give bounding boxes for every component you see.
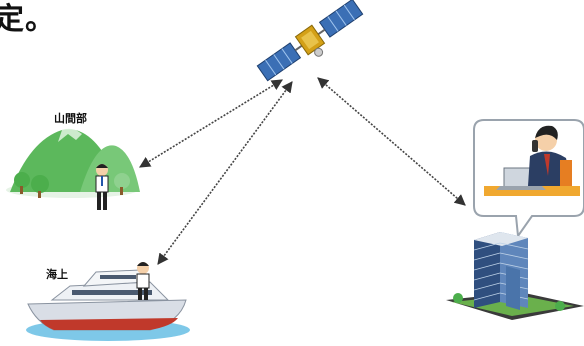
- label-mountain: 山間部: [54, 112, 87, 125]
- satellite-icon: [256, 0, 364, 82]
- page-heading-fragment: 定。: [0, 2, 56, 37]
- label-sea: 海上: [46, 268, 68, 281]
- mountain-scene-icon: [6, 128, 140, 198]
- office-worker-icon: [484, 125, 580, 196]
- ship-icon: [26, 269, 190, 341]
- person-icon: [136, 262, 150, 300]
- link-satellite-ship: [157, 81, 293, 265]
- link-satellite-office: [317, 77, 466, 206]
- link-satellite-mountain: [139, 79, 283, 168]
- person-icon: [95, 164, 109, 210]
- office-building-icon: [446, 232, 584, 320]
